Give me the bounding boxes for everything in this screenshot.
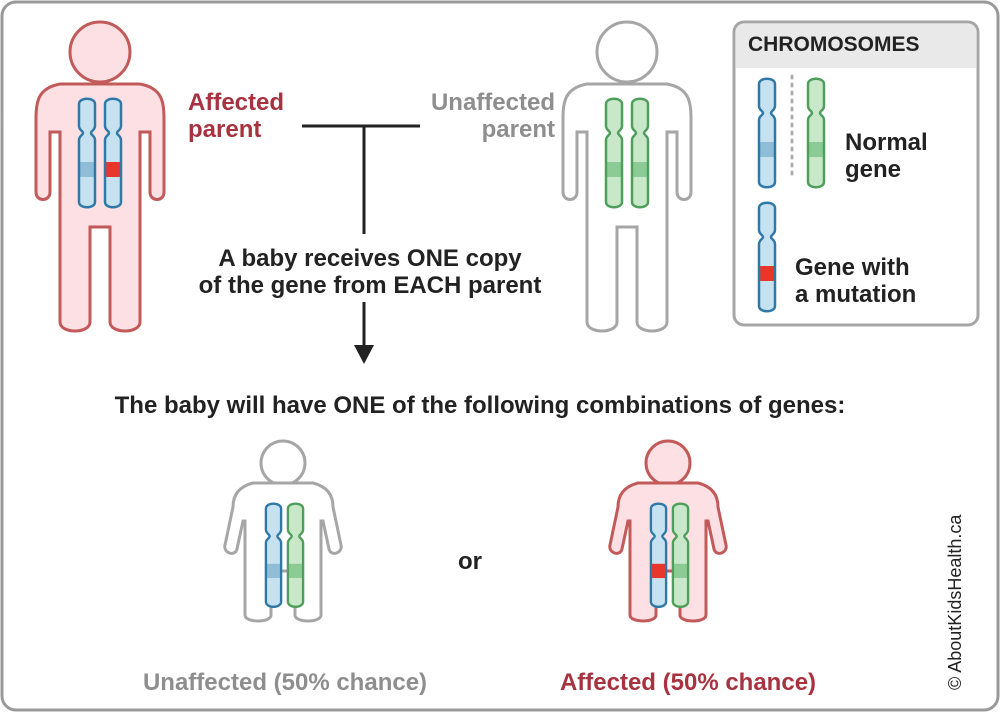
legend-normal-gene-line2: gene	[845, 155, 902, 183]
affected-child-head	[644, 439, 692, 487]
unaffected-child-figure	[223, 439, 343, 623]
or-connector: or	[458, 548, 482, 575]
arrow-head-icon	[354, 345, 374, 364]
unaffected-parent-green-chromosome-2	[630, 97, 650, 209]
unaffected-parent-label-line2: parent	[481, 115, 555, 143]
affected-child-body	[608, 481, 728, 623]
copyright-notice: © AboutKidsHealth.ca	[945, 514, 965, 690]
unaffected-child-head	[259, 439, 307, 487]
legend-mutation-line2: a mutation	[795, 280, 917, 308]
unaffected-parent-green-chromosome-1	[604, 97, 624, 209]
affected-parent-head	[68, 20, 132, 84]
inheritance-note: A baby receives ONE copy of the gene fro…	[170, 245, 570, 300]
unaffected-parent-label-line1: Unaffected	[430, 89, 555, 116]
affected-parent-label-line1: Affected	[188, 89, 285, 116]
unaffected-outcome-label: Unaffected (50% chance)	[142, 669, 428, 696]
legend-mutation-label: Gene with a mutation	[795, 254, 917, 309]
legend-mutation-line1: Gene with	[795, 254, 910, 281]
unaffected-parent-body	[561, 82, 693, 333]
legend-header-bg	[736, 24, 976, 68]
affected-parent-label: Affected parent	[188, 89, 285, 144]
legend-normal-gene-line1: Normal	[845, 129, 928, 156]
legend-normal-gene-label: Normal gene	[845, 129, 928, 184]
affected-parent-mutated-chromosome	[103, 97, 123, 209]
unaffected-child-body	[223, 481, 343, 623]
legend-green-chromosome	[806, 77, 826, 189]
unaffected-child-blue-chromosome	[264, 502, 283, 608]
affected-parent-blue-chromosome	[77, 97, 97, 209]
chromosome-legend	[732, 20, 980, 327]
unaffected-parent-head	[595, 20, 659, 84]
unaffected-child-green-chromosome	[286, 502, 305, 608]
affected-parent-label-line2: parent	[188, 115, 262, 143]
affected-parent-body	[34, 82, 166, 333]
affected-parent-figure	[34, 20, 166, 333]
unaffected-parent-label: Unaffected parent	[415, 89, 555, 144]
unaffected-parent-figure	[561, 20, 693, 333]
legend-blue-chromosome	[757, 77, 777, 189]
legend-title: CHROMOSOMES	[748, 33, 920, 56]
affected-outcome-label: Affected (50% chance)	[559, 669, 817, 696]
inheritance-note-line1: A baby receives ONE copy	[218, 245, 522, 272]
inheritance-note-line2: of the gene from EACH parent	[198, 271, 542, 299]
legend-mutation-chromosome	[757, 201, 777, 313]
affected-child-mutated-chromosome	[649, 502, 668, 608]
affected-child-figure	[608, 439, 728, 623]
combinations-heading: The baby will have ONE of the following …	[114, 392, 846, 419]
affected-child-green-chromosome	[671, 502, 690, 608]
